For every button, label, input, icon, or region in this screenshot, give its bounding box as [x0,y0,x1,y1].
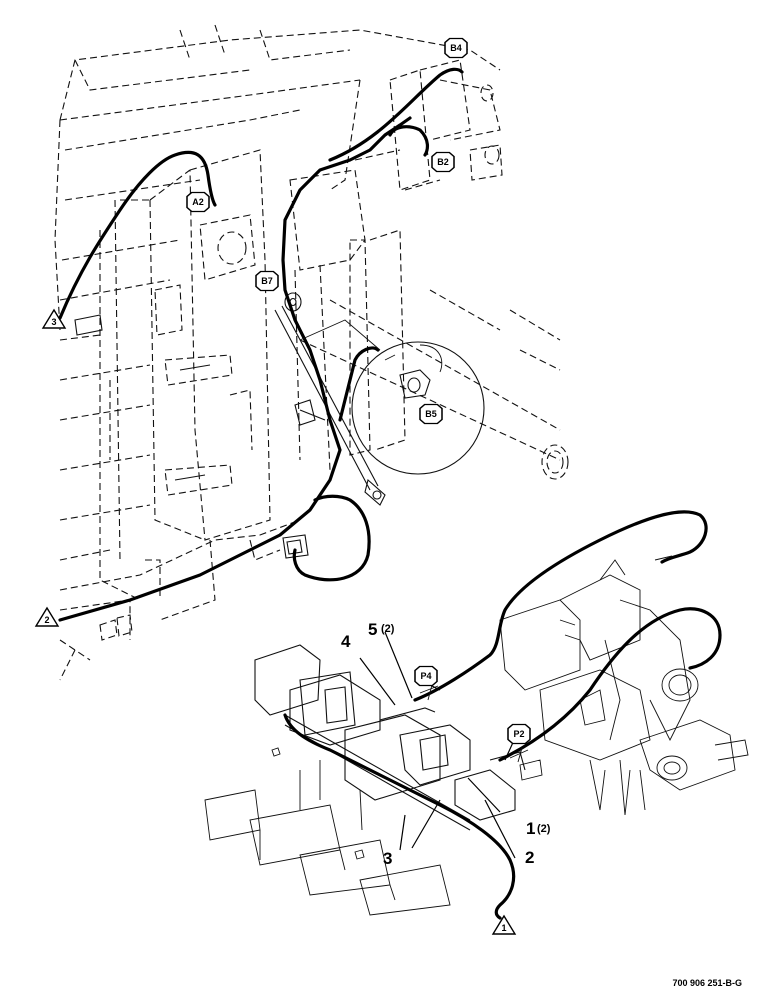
part-number-4: 4 [341,632,351,651]
callout-p4: P4 [414,665,438,687]
part-number-2: 2 [525,848,534,867]
callout-b2-label: B2 [437,157,449,167]
callout-p2-label: P2 [513,729,524,739]
lower-cable-harness [283,510,722,920]
part-number-1: 1 [526,819,535,838]
callout-b2: B2 [431,151,455,173]
part-qty-5: (2) [381,623,395,635]
part-number-5: 5 [368,620,377,639]
callout-b5-label: B5 [425,409,437,419]
callout-triangle-3-label: 3 [51,317,56,327]
callout-triangle-3: 3 [41,308,67,329]
leader-lines [359,631,516,859]
callout-p4-label: P4 [420,671,431,681]
callout-a2: A2 [186,191,210,213]
callout-triangle-1-label: 1 [501,923,506,933]
callout-b4: B4 [444,37,468,59]
part-qty-1: (2) [537,823,551,835]
callout-b4-label: B4 [450,43,462,53]
callout-a2-label: A2 [192,197,204,207]
callout-triangle-1: 1 [491,914,517,935]
callout-triangle-2: 2 [34,606,60,627]
upper-cable-harness [58,67,485,622]
callout-b5: B5 [419,403,443,425]
callout-b7: B7 [255,270,279,292]
callout-p2: P2 [507,723,531,745]
callout-triangle-2-label: 2 [44,615,49,625]
drawing-id: 700 906 251-B-G [672,978,742,988]
part-number-3: 3 [383,849,392,868]
callout-b7-label: B7 [261,276,273,286]
lower-header-assembly [204,559,749,916]
